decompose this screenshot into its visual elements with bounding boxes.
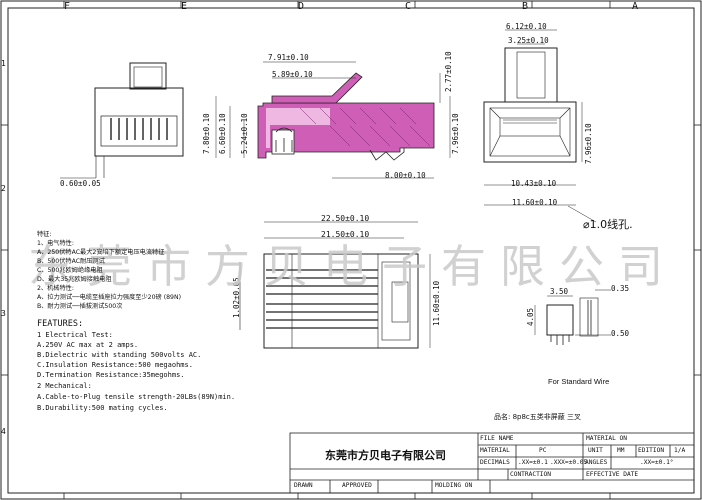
dim-0-50: 0.50 [611, 329, 630, 338]
hole-note: ⌀1.0线孔. [583, 218, 633, 231]
zone-letter-b: B [522, 1, 529, 12]
effective-date-label: EFFECTIVE DATE [586, 471, 639, 478]
drawn-label: DRAWN [294, 482, 313, 489]
dim-7-96-a: 7.96±0.10 [451, 113, 460, 154]
dim-5-89: 5.89±0.10 [272, 70, 313, 79]
standard-wire-label: For Standard Wire [548, 377, 610, 386]
dim-0-35: 0.35 [611, 284, 630, 293]
dim-22-50: 22.50±0.10 [321, 214, 370, 223]
molding-on-label: MOLDING ON [435, 482, 473, 489]
watermark: 东莞市方贝电子有限公司 [28, 240, 678, 293]
material-value: PC [539, 447, 547, 454]
dim-5-24: 5.24±0.10 [240, 113, 249, 154]
features-line: B.Dielectric with standing 500volts AC. [37, 351, 202, 359]
specs-cn-line: A、250伏特AC最大2安培下额定电压电流特征 [37, 249, 165, 256]
zone-letter-e: E [181, 1, 188, 12]
top-view [239, 253, 419, 349]
edition-label: EDITION [638, 447, 665, 454]
dim-21-50: 21.50±0.10 [321, 230, 370, 239]
dim-0-60: 0.60±0.05 [60, 179, 101, 188]
zone-number-4: 4 [1, 427, 6, 436]
dim-3-50: 3.50 [550, 287, 569, 296]
specs-cn-line: B、500伏特AC耐压测试 [37, 258, 105, 265]
features-line: B.Durability:500 mating cycles. [37, 404, 168, 412]
specs-cn-line: 2、机械特性: [37, 285, 74, 292]
product-name: 品名: 8p8c五类非屏蔽 三叉 [494, 413, 582, 421]
tolerance-2: .XXX=±0.05 [550, 459, 588, 466]
features-line: A.Cable-to-Plug tensile strength-20LBs(8… [37, 393, 236, 401]
zone-number-3: 3 [1, 309, 6, 318]
dim-6-60: 6.60±0.10 [218, 113, 227, 154]
edition-value: 1/A [674, 447, 686, 454]
zone-letter-f: F [64, 1, 71, 12]
front-view [60, 62, 184, 179]
tolerance-1: .XX=±0.1 [518, 459, 548, 466]
decimals-label: DECIMALS [480, 459, 510, 466]
title-block-grid [289, 432, 695, 494]
unit-label: UNIT [588, 447, 603, 454]
features-line: C.Insulation Resistance:500 megaohms. [37, 361, 193, 369]
specs-cn-line: D、最大35兆欧姆接触电阻 [37, 276, 112, 283]
material-label: MATERIAL [480, 447, 510, 454]
material-on-label: MATERIAL ON [586, 435, 627, 442]
unit-value: MM [617, 447, 625, 454]
contraction-label: CONTRACTION [510, 471, 551, 478]
dim-6-12: 6.12±0.10 [506, 22, 547, 31]
file-name-label: FILE NAME [480, 435, 514, 442]
features-line: 1 Electrical Test: [37, 331, 113, 339]
side-section-view [257, 72, 435, 161]
dim-10-43: 10.43±0.10 [511, 179, 557, 188]
zone-letter-d: D [298, 1, 305, 12]
zone-number-2: 2 [1, 184, 6, 193]
angles-value: .XX=±0.1° [640, 459, 674, 466]
dim-3-25: 3.25±0.10 [508, 36, 549, 45]
zone-letter-c: C [405, 1, 412, 12]
specs-cn-title: 特征: [37, 231, 52, 238]
contact-detail-view [546, 297, 599, 345]
dimension-lines [215, 29, 611, 348]
approved-label: APPROVED [342, 482, 372, 489]
specs-cn-line: C、500兆欧姆绝缘电阻 [37, 267, 103, 274]
dim-7-91: 7.91±0.10 [268, 53, 309, 62]
zone-letter-a: A [632, 1, 639, 12]
features-line: A.250V AC max at 2 amps. [37, 341, 139, 349]
specs-cn-line: A、拉力测试──电缆至插座拉力强度至少20磅 (89N) [37, 294, 182, 301]
company-name: 东莞市方贝电子有限公司 [325, 449, 446, 462]
features-line: D.Termination Resistance:35megohms. [37, 371, 185, 379]
dim-4-05: 4.05 [526, 307, 535, 326]
dim-2-77: 2.77±0.10 [444, 51, 453, 92]
specs-cn-line: 1、电气特性: [37, 240, 74, 247]
features-line: 2 Mechanical: [37, 382, 92, 390]
angles-label: ANGLES [585, 459, 608, 466]
dim-11-60-a: 11.60±0.10 [512, 198, 558, 207]
dim-7-80: 7.80±0.10 [202, 113, 211, 154]
specs-cn-line: B、耐力测试──插拔测试500次 [37, 303, 123, 310]
features-title: FEATURES: [37, 319, 84, 329]
rear-view [483, 47, 577, 163]
dim-7-96-b: 7.96±0.10 [584, 123, 593, 164]
zone-number-1: 1 [1, 59, 6, 68]
dim-8-00: 8.00±0.10 [385, 171, 426, 180]
